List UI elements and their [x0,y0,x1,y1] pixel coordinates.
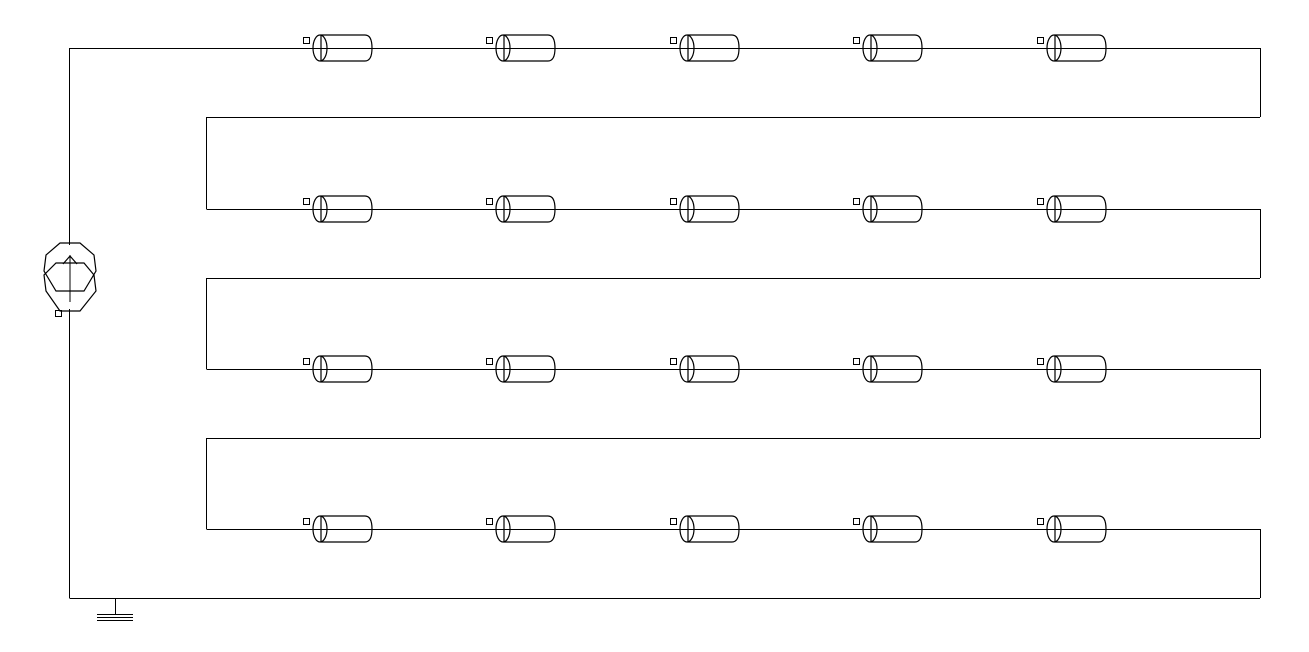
transmission-lines [303,34,1107,543]
transmission-line-3-3[interactable] [670,355,740,383]
transmission-line-4-3[interactable] [670,515,740,543]
cylinder-body [687,34,740,62]
transmission-line-3-5[interactable] [1037,355,1107,383]
cylinder-body [320,34,373,62]
transmission-line-1-5[interactable] [1037,34,1107,62]
pin-marker [303,358,310,365]
pin-marker [486,518,493,525]
cylinder-body [503,355,556,383]
cylinder-body [870,515,923,543]
transmission-line-2-5[interactable] [1037,195,1107,223]
pin-marker [853,37,860,44]
pin-marker [486,358,493,365]
pin-marker [670,518,677,525]
ground-symbol [97,598,133,621]
cylinder-body [503,34,556,62]
source-coil-upper [43,242,97,292]
cylinder-body [1054,195,1107,223]
arrow-up-icon [62,255,78,265]
cylinder-body [1054,515,1107,543]
pin-marker [853,358,860,365]
cylinder-body [870,355,923,383]
cylinder-body [687,355,740,383]
cylinder-body [503,195,556,223]
transmission-line-2-3[interactable] [670,195,740,223]
transmission-line-4-5[interactable] [1037,515,1107,543]
transmission-line-2-1[interactable] [303,195,373,223]
transmission-line-2-2[interactable] [486,195,556,223]
current-source[interactable] [43,242,97,317]
pin-marker [303,198,310,205]
cylinder-body [320,355,373,383]
source-coil-lower [43,262,97,312]
pin-marker [303,518,310,525]
transmission-line-3-2[interactable] [486,355,556,383]
cylinder-body [320,195,373,223]
transmission-line-1-1[interactable] [303,34,373,62]
pin-marker [1037,358,1044,365]
transmission-line-2-4[interactable] [853,195,923,223]
pin-marker [670,358,677,365]
transmission-line-4-1[interactable] [303,515,373,543]
pin-marker [1037,37,1044,44]
cylinder-body [503,515,556,543]
pin-marker [1037,518,1044,525]
cylinder-body [1054,34,1107,62]
source-pin-marker [55,310,62,317]
pin-marker [670,198,677,205]
cylinder-body [870,34,923,62]
transmission-line-1-4[interactable] [853,34,923,62]
pin-marker [853,198,860,205]
transmission-line-4-2[interactable] [486,515,556,543]
transmission-line-1-2[interactable] [486,34,556,62]
pin-marker [486,198,493,205]
cylinder-body [870,195,923,223]
cylinder-body [687,515,740,543]
cylinder-body [687,195,740,223]
pin-marker [303,37,310,44]
cylinder-body [1054,355,1107,383]
wires [69,48,1261,599]
transmission-line-3-1[interactable] [303,355,373,383]
pin-marker [853,518,860,525]
pin-marker [1037,198,1044,205]
pin-marker [670,37,677,44]
cylinder-body [320,515,373,543]
transmission-line-1-3[interactable] [670,34,740,62]
transmission-line-4-4[interactable] [853,515,923,543]
pin-marker [486,37,493,44]
transmission-line-3-4[interactable] [853,355,923,383]
